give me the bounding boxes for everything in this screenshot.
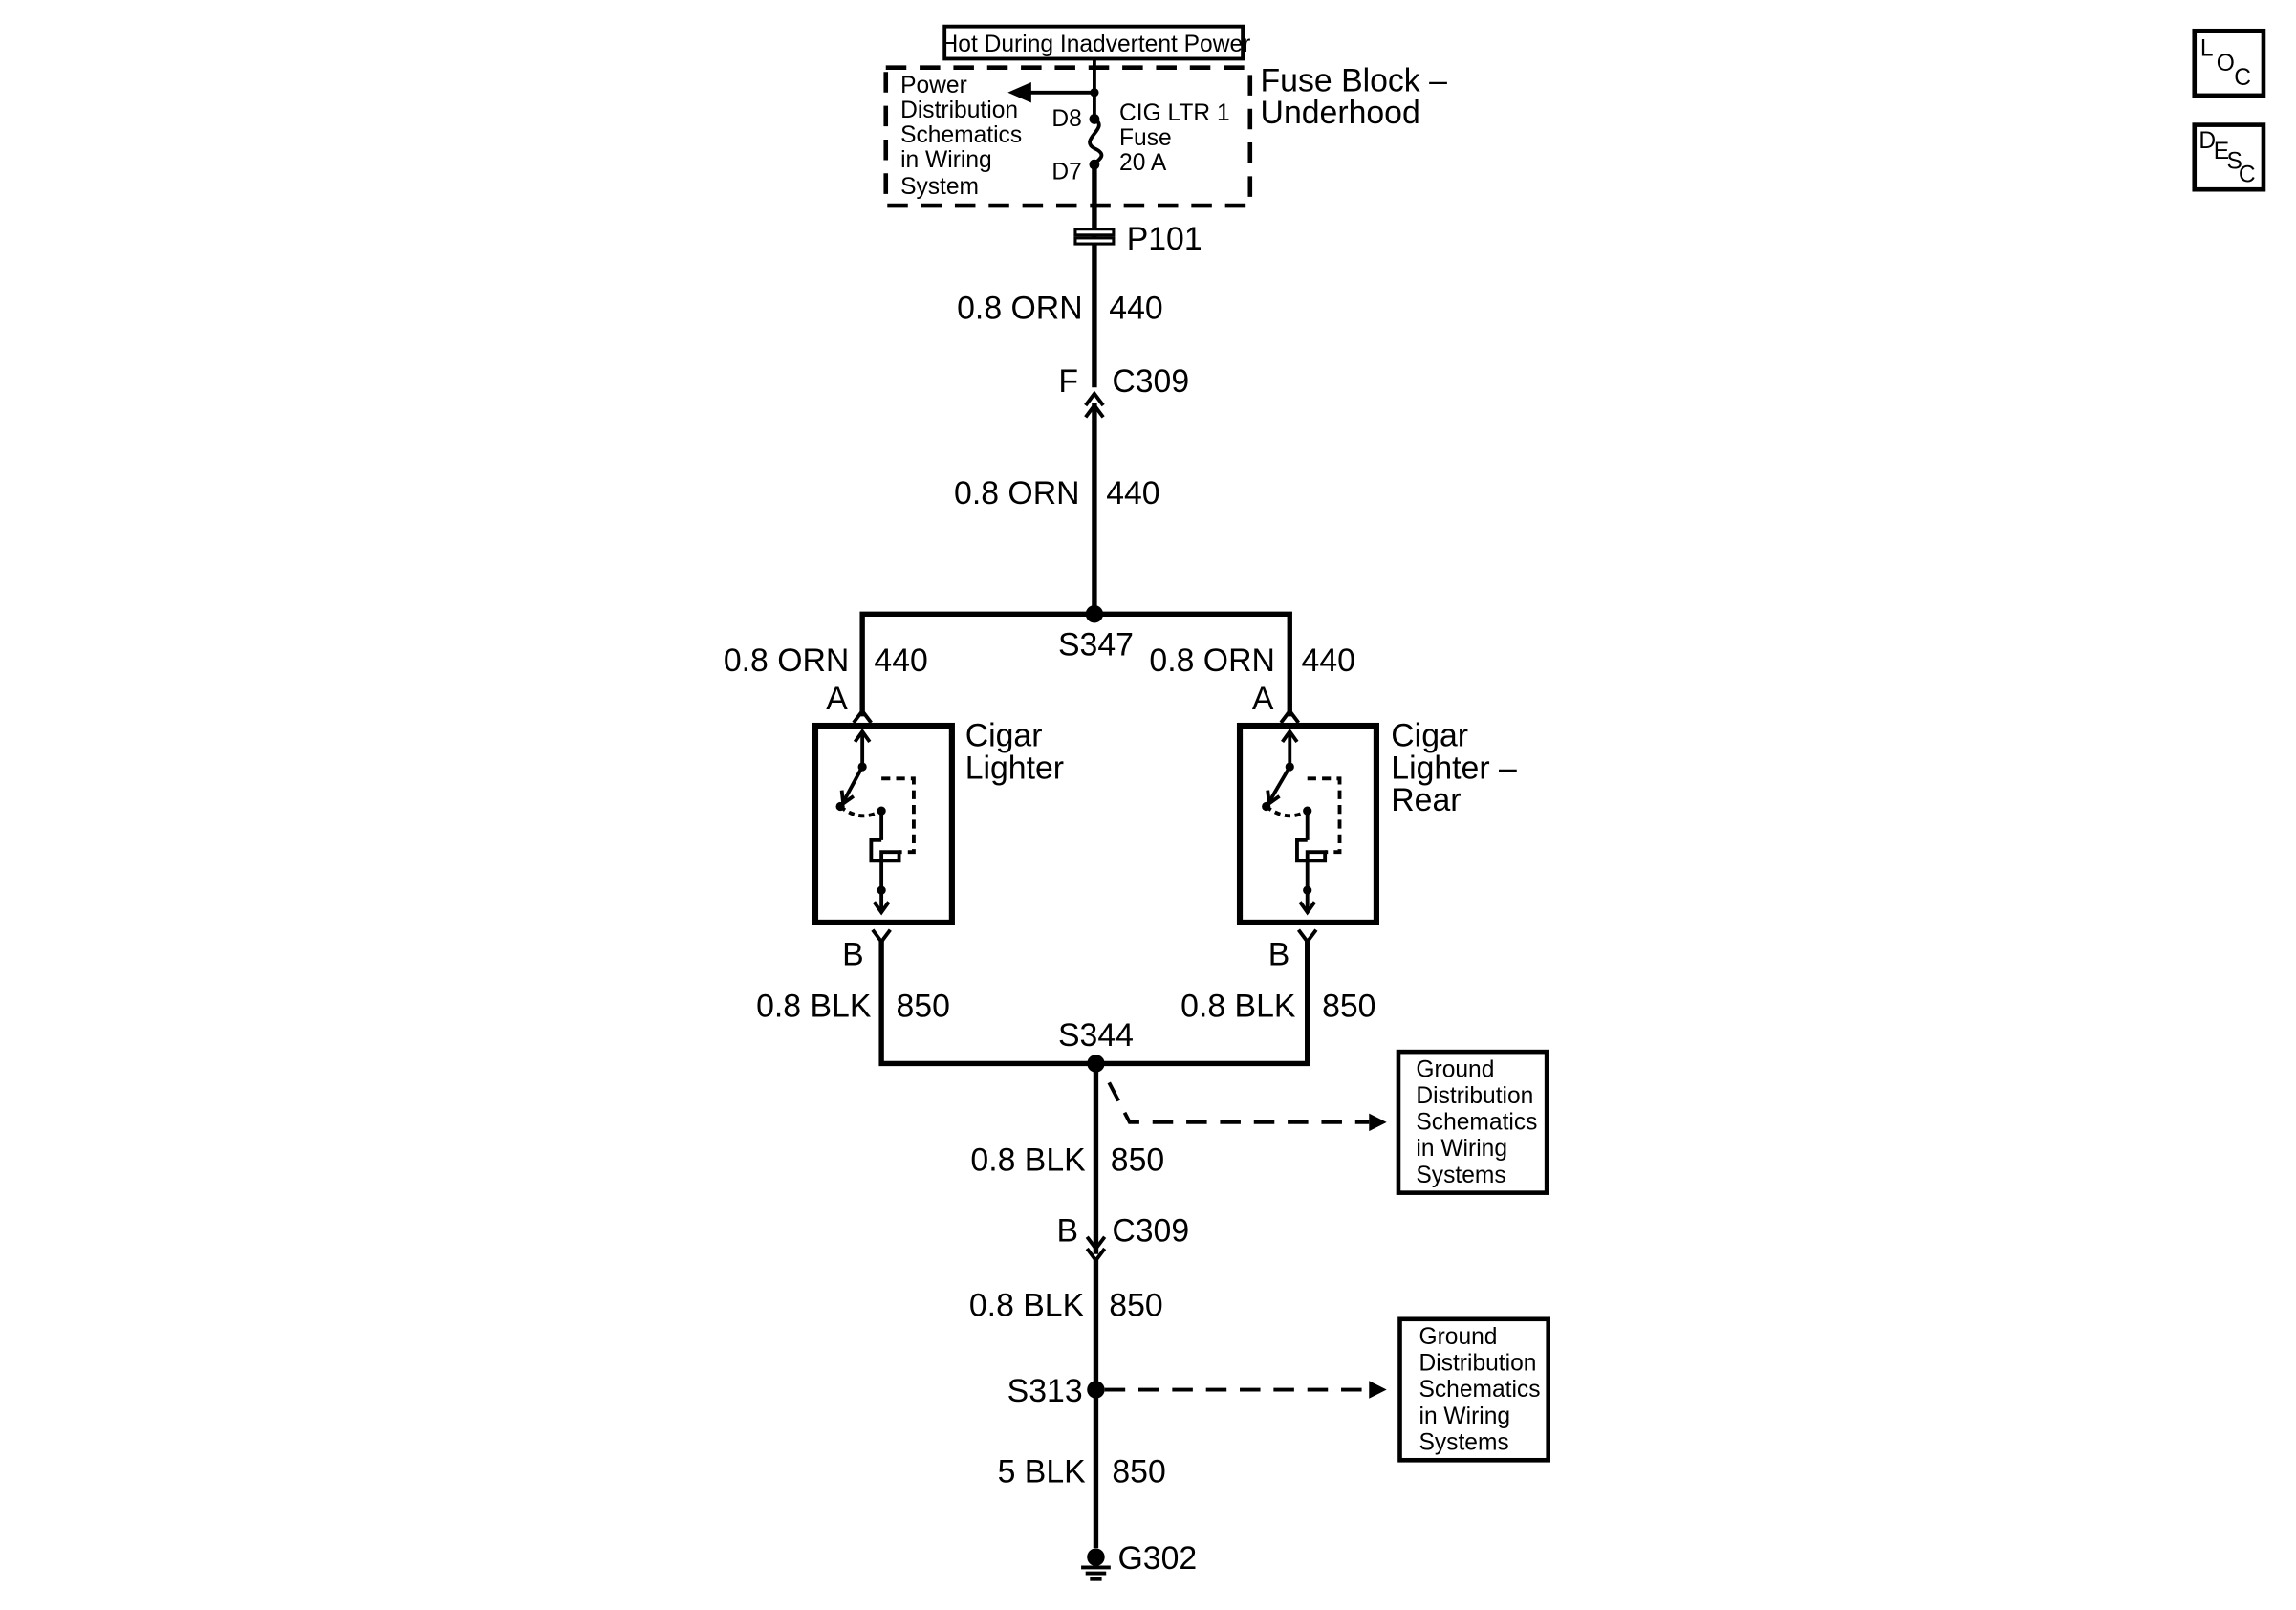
svg-text:Schematics: Schematics (1419, 1377, 1540, 1403)
svg-text:Ground: Ground (1419, 1324, 1497, 1350)
svg-text:Rear: Rear (1391, 782, 1461, 818)
svg-text:A: A (826, 681, 848, 717)
cigar-lighter-rear: Cigar Lighter – Rear (1236, 718, 1517, 925)
svg-text:in Wiring: in Wiring (900, 147, 992, 173)
cigar-lighter: Cigar Lighter (812, 718, 1064, 925)
svg-text:System: System (900, 174, 979, 200)
svg-text:Systems: Systems (1416, 1163, 1505, 1188)
svg-text:O: O (2217, 51, 2235, 76)
connector-a-right-icon (1279, 707, 1301, 725)
arrow-left-icon (1007, 82, 1031, 103)
svg-text:C: C (2239, 163, 2256, 188)
svg-text:B: B (1056, 1212, 1078, 1249)
svg-text:0.8 ORN: 0.8 ORN (1149, 642, 1274, 679)
svg-text:850: 850 (1322, 988, 1375, 1024)
svg-text:F: F (1058, 363, 1078, 400)
c309-top-label: C309 (1112, 363, 1189, 400)
loc-button[interactable]: L O C (2192, 28, 2266, 98)
svg-text:C: C (2234, 65, 2251, 91)
fuse-block: Fuse Block – Underhood Power Distributio… (883, 58, 1448, 208)
svg-text:0.8 ORN: 0.8 ORN (957, 290, 1082, 326)
svg-text:D: D (2199, 128, 2216, 154)
svg-text:Ground: Ground (1416, 1056, 1494, 1082)
svg-text:Hot During Inadvertent Power: Hot During Inadvertent Power (942, 32, 1251, 57)
c309-bottom-label: C309 (1112, 1212, 1189, 1249)
svg-text:440: 440 (1109, 290, 1162, 326)
svg-text:A: A (1252, 681, 1274, 717)
arrow-right-icon (1369, 1113, 1387, 1132)
svg-text:B: B (842, 936, 864, 972)
ground-distribution-ref-1[interactable]: Ground Distribution Schematics in Wiring… (1396, 1049, 1549, 1195)
svg-text:20 A: 20 A (1119, 150, 1167, 176)
svg-text:in Wiring: in Wiring (1419, 1403, 1510, 1429)
fuse-icon (1088, 117, 1104, 165)
svg-text:Lighter: Lighter (965, 750, 1064, 786)
svg-text:5 BLK: 5 BLK (998, 1453, 1087, 1490)
s313-label: S313 (1007, 1373, 1083, 1409)
lighter-element-icon (1262, 728, 1342, 916)
svg-text:Fuse: Fuse (1119, 125, 1172, 151)
svg-text:0.8 BLK: 0.8 BLK (969, 1288, 1085, 1324)
arrow-right-icon (1369, 1381, 1387, 1399)
svg-text:Distribution: Distribution (900, 98, 1018, 123)
svg-text:440: 440 (1302, 642, 1355, 679)
svg-text:CIG LTR 1: CIG LTR 1 (1119, 100, 1230, 126)
svg-text:850: 850 (1109, 1288, 1162, 1324)
g302-label: G302 (1118, 1540, 1198, 1577)
svg-text:Cigar: Cigar (1391, 718, 1468, 754)
svg-text:0.8 ORN: 0.8 ORN (724, 642, 849, 679)
svg-text:0.8 ORN: 0.8 ORN (954, 475, 1079, 511)
svg-text:Distribution: Distribution (1416, 1083, 1533, 1109)
svg-text:in Wiring: in Wiring (1416, 1136, 1507, 1162)
svg-text:0.8 BLK: 0.8 BLK (970, 1142, 1086, 1179)
fuse-block-name-line1: Fuse Block – (1261, 62, 1448, 98)
ground-distribution-ref-2[interactable]: Ground Distribution Schematics in Wiring… (1397, 1316, 1551, 1463)
svg-text:S: S (2227, 149, 2242, 175)
fuse-block-name-line2: Underhood (1261, 95, 1420, 131)
svg-text:Cigar: Cigar (965, 718, 1043, 754)
s347-label: S347 (1058, 626, 1134, 663)
pin-d8: D8 (1051, 106, 1081, 132)
power-distribution-ref[interactable]: Power Distribution Schematics in Wiring … (900, 73, 1022, 200)
ground-icon (1081, 1548, 1111, 1581)
svg-text:B: B (1268, 936, 1290, 972)
svg-text:850: 850 (896, 988, 949, 1024)
lighter-element-icon (835, 728, 916, 916)
svg-text:Schematics: Schematics (900, 122, 1022, 148)
wire-440-branches (859, 611, 1292, 717)
c309-f-female-icon (1084, 390, 1105, 407)
s344-label: S344 (1058, 1017, 1134, 1054)
svg-text:440: 440 (1106, 475, 1159, 511)
svg-text:L: L (2200, 35, 2214, 61)
p101-label: P101 (1127, 221, 1202, 257)
svg-text:0.8 BLK: 0.8 BLK (1180, 988, 1296, 1024)
desc-button[interactable]: D E S C (2192, 122, 2266, 192)
svg-text:Systems: Systems (1419, 1430, 1508, 1456)
svg-text:850: 850 (1112, 1453, 1165, 1490)
svg-text:850: 850 (1111, 1142, 1164, 1179)
svg-text:440: 440 (874, 642, 927, 679)
s344-ground-ref-line (1107, 1081, 1370, 1124)
pin-d7: D7 (1051, 159, 1081, 185)
svg-text:Power: Power (900, 73, 967, 98)
hot-during-label: Hot During Inadvertent Power (942, 24, 1251, 61)
s313-splice (1087, 1381, 1105, 1399)
connector-a-left-icon (852, 707, 873, 725)
svg-text:0.8 BLK: 0.8 BLK (756, 988, 872, 1024)
svg-text:Lighter –: Lighter – (1391, 750, 1517, 786)
p101-connector-icon (1073, 228, 1116, 246)
svg-text:Schematics: Schematics (1416, 1110, 1537, 1136)
svg-text:E: E (2214, 139, 2229, 164)
c309-b-female-icon (1085, 1235, 1107, 1252)
svg-text:Distribution: Distribution (1419, 1351, 1536, 1377)
